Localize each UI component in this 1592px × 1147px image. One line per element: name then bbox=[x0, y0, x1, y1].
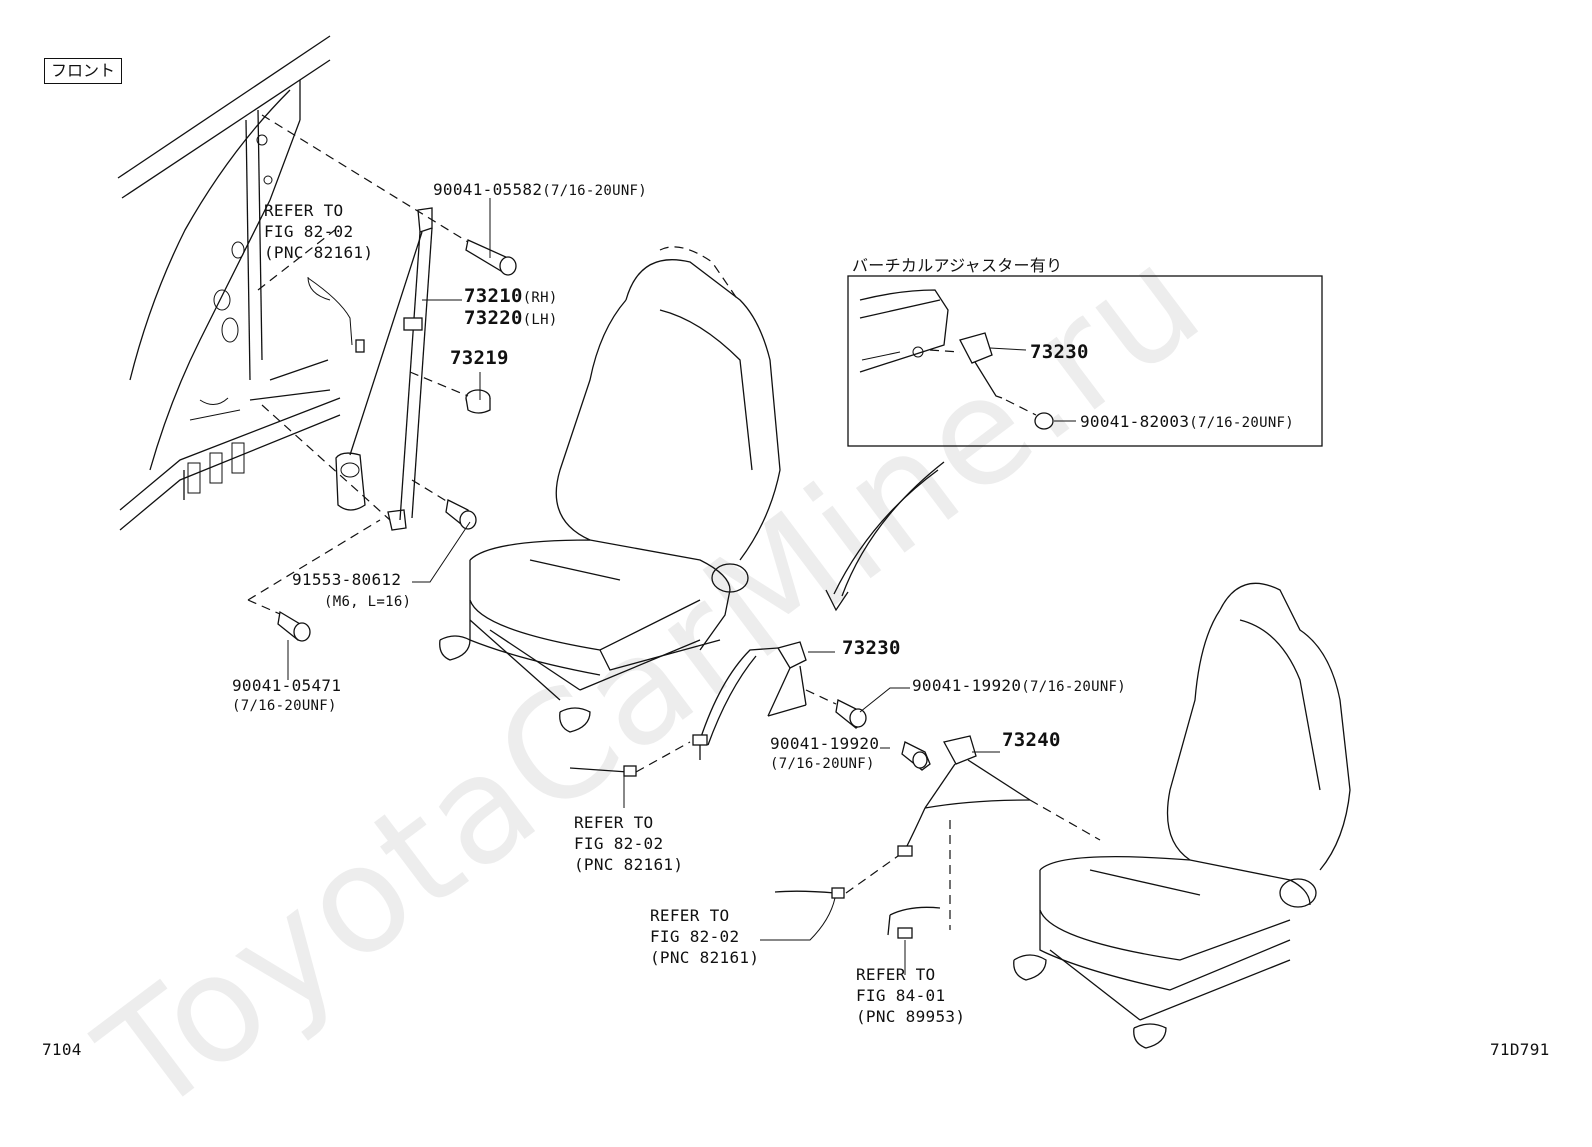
inset-variant-label: バーチカルアジャスター有り bbox=[852, 256, 1063, 275]
part-label-73220: 73220(LH) bbox=[464, 308, 558, 330]
callout-arrow bbox=[825, 461, 945, 612]
part-number: 90041-19920 bbox=[912, 676, 1022, 695]
part-label-73210: 73210(RH) bbox=[464, 286, 558, 308]
shoulder-belt-drawing bbox=[307, 207, 433, 531]
part-number: 73220 bbox=[464, 307, 523, 329]
front-seat-drawing bbox=[439, 246, 781, 733]
part-number: 90041-05582 bbox=[433, 180, 543, 199]
dashed-leaders-left bbox=[247, 114, 491, 680]
part-label-73219: 73219 bbox=[450, 347, 509, 369]
rear-seat-drawing bbox=[1013, 582, 1351, 1049]
part-label-90041-82003: 90041-82003(7/16-20UNF) bbox=[1080, 412, 1294, 433]
part-spec: (7/16-20UNF) bbox=[1021, 679, 1127, 695]
part-spec-90041-19920-b: (7/16-20UNF) bbox=[770, 756, 875, 772]
parts-diagram bbox=[117, 35, 1351, 1049]
part-number: 90041-82003 bbox=[1080, 412, 1190, 431]
inset-box-drawing bbox=[847, 275, 1323, 447]
footer-right-code: 71D791 bbox=[1490, 1040, 1550, 1059]
part-label-90041-19920-b: 90041-19920 bbox=[770, 734, 880, 753]
part-label-73230-inset: 73230 bbox=[1030, 341, 1089, 363]
footer-left-code: 7104 bbox=[42, 1040, 82, 1059]
part-side: (RH) bbox=[522, 290, 558, 306]
part-label-90041-05582: 90041-05582(7/16-20UNF) bbox=[433, 180, 647, 201]
part-label-91553-80612: 91553-80612 bbox=[292, 570, 402, 589]
body-pillar-drawing bbox=[117, 35, 341, 531]
part-side: (LH) bbox=[522, 312, 558, 328]
part-number: 73210 bbox=[464, 285, 523, 307]
small-fasteners-left bbox=[277, 239, 517, 642]
part-spec: (7/16-20UNF) bbox=[1189, 415, 1295, 431]
lower-reference-note: REFER TO FIG 82-02 (PNC 82161) bbox=[650, 906, 760, 967]
center-reference-note: REFER TO FIG 82-02 (PNC 82161) bbox=[574, 813, 684, 874]
buckle-73240-drawing bbox=[760, 735, 1101, 975]
pillar-reference-note: REFER TO FIG 82-02 (PNC 82161) bbox=[264, 201, 374, 262]
part-spec-90041-05471: (7/16-20UNF) bbox=[232, 698, 337, 714]
buckle-73230-drawing bbox=[569, 641, 910, 808]
part-label-90041-19920-a: 90041-19920(7/16-20UNF) bbox=[912, 676, 1126, 697]
part-spec: (7/16-20UNF) bbox=[542, 183, 648, 199]
fig84-reference-note: REFER TO FIG 84-01 (PNC 89953) bbox=[856, 965, 966, 1026]
part-label-73240: 73240 bbox=[1002, 729, 1061, 751]
front-indicator-label: フロント bbox=[44, 58, 123, 84]
part-spec-91553-80612: (M6, L=16) bbox=[324, 594, 412, 610]
part-label-90041-05471: 90041-05471 bbox=[232, 676, 342, 695]
part-label-73230: 73230 bbox=[842, 637, 901, 659]
